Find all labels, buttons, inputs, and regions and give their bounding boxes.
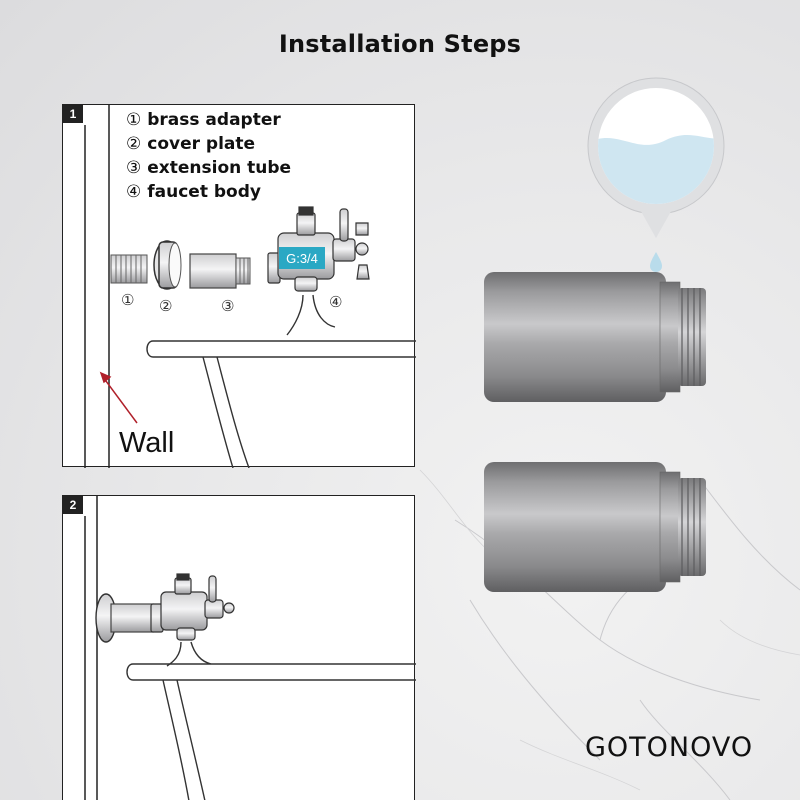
hose-lines	[126, 641, 416, 800]
step2-diagram	[84, 496, 416, 800]
installed-faucet-body	[150, 573, 235, 641]
brass-adapter-shape	[110, 254, 148, 284]
step2-panel: 2	[62, 495, 416, 800]
extension-tubes-product	[484, 272, 706, 592]
callout-1: ①	[121, 291, 135, 309]
callout-2: ②	[159, 297, 173, 315]
page-title: Installation Steps	[278, 30, 522, 58]
hose-lines	[146, 294, 416, 468]
cover-plate-shape	[153, 240, 182, 290]
callout-3: ③	[221, 297, 235, 315]
installed-cover-plate	[95, 593, 154, 643]
step1-badge: 1	[63, 105, 83, 123]
step1-diagram	[84, 105, 416, 468]
water-drop-icon	[587, 77, 725, 272]
wall-arrow	[99, 371, 138, 424]
step2-badge: 2	[63, 496, 83, 514]
extension-tube-top	[484, 272, 706, 402]
extension-tube-bottom	[484, 462, 706, 592]
callout-4: ④	[329, 293, 343, 311]
brand-logo: GOTONOVO	[585, 732, 754, 763]
wall-label: Wall	[119, 427, 175, 459]
thread-size-tag: G:3/4	[279, 247, 325, 269]
extension-tube-shape	[189, 253, 251, 289]
